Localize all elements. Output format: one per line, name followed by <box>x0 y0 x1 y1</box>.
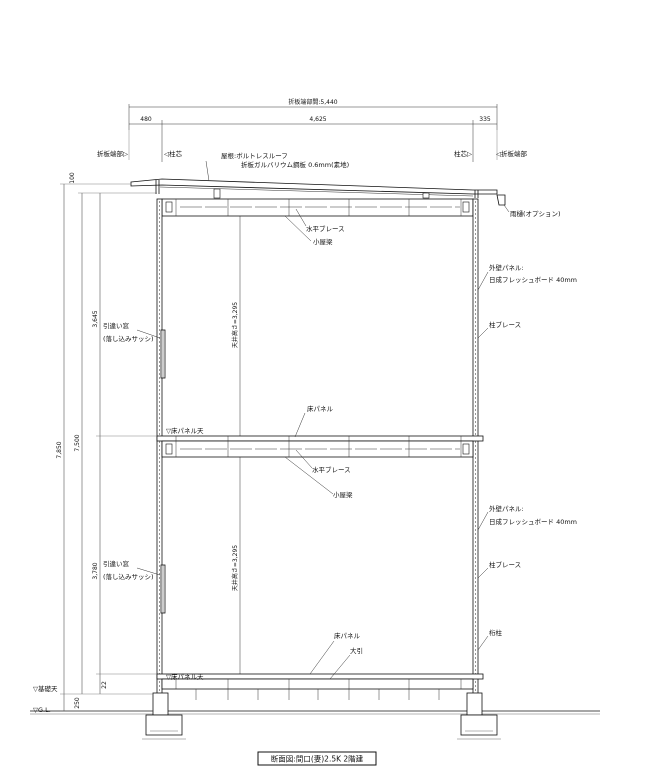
mid-floor-panel-label: 床パネル <box>307 404 334 413</box>
upper-window-type: (落し込みサッシ) <box>103 334 154 343</box>
mid-floor-structure <box>156 412 484 495</box>
upper-floor-dimension: 3,645 <box>92 310 99 327</box>
left-wall <box>156 198 163 695</box>
total-height-dimension: 7,850 <box>56 441 63 458</box>
left-end-marker: 折板端部▷ <box>97 149 128 158</box>
right-overhang-label: 335 <box>479 116 491 123</box>
right-wall <box>472 198 479 695</box>
gutter-label: 雨樋(オプション) <box>510 209 561 218</box>
lower-wall-panel-material: 日成フレッシュボード 40mm <box>489 517 577 526</box>
mid-joist-label: 小屋梁 <box>333 490 353 499</box>
roof-label-line1: 屋根:ボルトレスルーフ <box>221 151 288 160</box>
ground-floor-top-label: ▽床パネル天 <box>166 672 204 681</box>
foundation-top-label: ▽基礎天 <box>33 684 58 693</box>
lower-window-label: 引違い窓 <box>103 559 130 568</box>
column-label: 桁柱 <box>489 628 503 637</box>
upper-joist-label: 小屋梁 <box>313 237 333 246</box>
lower-column-brace-leader <box>477 567 489 579</box>
right-column-marker: 柱芯▷ <box>454 149 472 158</box>
lower-ceiling-height-label: 天井高さ=3,295 <box>231 545 239 591</box>
upper-ceiling-structure <box>161 198 474 242</box>
right-end-marker: ◁折板端部 <box>496 149 527 158</box>
lower-window-type: (落し込みサッシ) <box>103 572 154 581</box>
upper-wall-panel-label: 外壁パネル: <box>489 263 524 272</box>
span-width-label: 4,625 <box>309 116 326 123</box>
lower-floor-dimension: 3,780 <box>92 562 99 579</box>
ground-floor-panel-label: 床パネル <box>334 631 361 640</box>
overall-width-label: 折板端部間:5,440 <box>288 98 337 106</box>
upper-wall-leader <box>477 271 489 291</box>
ground-beam-label: 大引 <box>350 646 363 655</box>
mid-floor-top-label: ▽床パネル天 <box>166 426 204 435</box>
left-column-marker: ◁柱芯 <box>164 149 182 158</box>
upper-column-brace-label: 柱ブレース <box>489 320 521 329</box>
upper-brace-label: 水平ブレース <box>306 224 345 233</box>
lower-column-brace-label: 柱ブレース <box>489 560 521 569</box>
ground-floor-structure <box>156 640 484 690</box>
ground-level-label: ▽G.L. <box>33 706 51 714</box>
drawing-title: 断面図:間口(妻)2.5K 2階建 <box>271 754 364 764</box>
column-leader <box>477 635 489 651</box>
foundation <box>30 689 600 740</box>
upper-window-label: 引違い窓 <box>103 321 130 330</box>
top-dimension-lines <box>128 104 498 162</box>
roof-label-line2: 折板ガルバリウム鋼板 0.6mm(素地) <box>241 160 349 169</box>
mid-brace-label: 水平ブレース <box>312 465 351 474</box>
lower-window <box>136 564 166 614</box>
title-box <box>257 751 377 766</box>
gutter <box>496 194 510 213</box>
top-gap-dimension: 100 <box>69 172 76 184</box>
lower-wall-leader <box>477 511 489 531</box>
upper-column-brace-leader <box>477 327 489 339</box>
two-floor-dimension: 7,500 <box>74 434 81 451</box>
left-overhang-label: 480 <box>140 116 152 123</box>
lower-wall-panel-label: 外壁パネル: <box>489 504 524 513</box>
vertical-dimension-lines <box>60 183 157 712</box>
upper-wall-panel-material: 日成フレッシュボード 40mm <box>489 275 577 284</box>
upper-ceiling-height-label: 天井高さ=3,295 <box>231 302 239 348</box>
upper-window <box>136 329 166 379</box>
foundation-height-dimension: 250 <box>74 697 81 709</box>
floor-gap-dimension: 22 <box>101 681 108 689</box>
roof <box>130 160 498 199</box>
